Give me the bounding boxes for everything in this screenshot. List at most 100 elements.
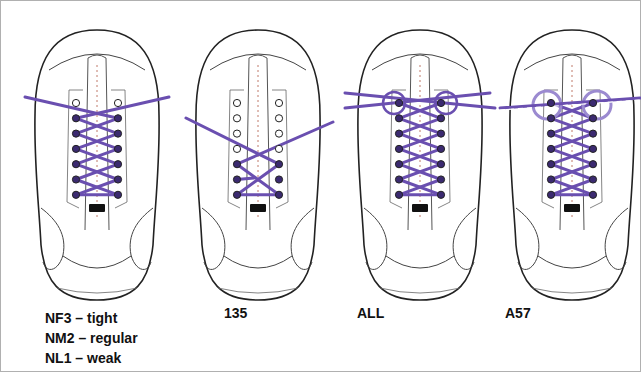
shoe	[500, 30, 640, 300]
eyelet	[114, 176, 121, 183]
shoe	[25, 30, 169, 300]
eyelet	[395, 130, 402, 137]
eyelet	[275, 176, 282, 183]
shoe-outline	[358, 30, 482, 300]
lace	[399, 164, 441, 179]
lace	[237, 122, 333, 164]
pull-tab	[412, 204, 428, 212]
lace	[551, 149, 593, 164]
eyelet	[437, 130, 444, 137]
eyelet	[72, 191, 79, 198]
tension-legend-text: NF3 – tight	[45, 309, 117, 327]
pull-tab	[250, 204, 266, 212]
lace	[399, 149, 441, 164]
heel-counter	[202, 208, 225, 269]
lace	[237, 164, 279, 195]
eyelet	[72, 161, 79, 168]
pull-tab	[89, 204, 105, 212]
eyelet	[233, 145, 240, 152]
lace	[76, 149, 118, 164]
eyelet	[72, 130, 79, 137]
lace	[237, 164, 279, 195]
shoe-outline	[196, 30, 320, 300]
eyelet	[437, 99, 444, 106]
eyelet	[547, 176, 554, 183]
lace	[399, 118, 441, 133]
eyelet	[114, 99, 121, 106]
eyelet	[547, 115, 554, 122]
tongue-seam	[258, 65, 259, 220]
lace	[399, 149, 441, 164]
shoe	[345, 30, 495, 300]
eyelet	[547, 145, 554, 152]
tension-legend-text: NL1 – weak	[45, 349, 121, 367]
pattern-label: ALL	[357, 304, 384, 322]
lace	[76, 164, 118, 179]
toe-line	[49, 54, 145, 70]
lace	[399, 134, 441, 149]
eyelet	[589, 191, 596, 198]
lace-loop	[583, 91, 611, 119]
heel-counter	[130, 208, 153, 269]
eyelet	[275, 145, 282, 152]
lace	[399, 180, 441, 195]
eyelet	[547, 161, 554, 168]
eyelet	[589, 115, 596, 122]
heel-counter	[516, 208, 539, 269]
shoe-outline	[35, 30, 159, 300]
eyelet	[233, 176, 240, 183]
eyelet	[395, 176, 402, 183]
heel-counter	[291, 208, 314, 269]
eyelet	[114, 145, 121, 152]
heel-counter	[364, 208, 387, 269]
lace	[76, 149, 118, 164]
heel-line	[218, 288, 298, 293]
eyelet	[233, 161, 240, 168]
collar-line	[538, 256, 606, 268]
lace	[76, 180, 118, 195]
eyelet	[275, 115, 282, 122]
eyelet	[233, 130, 240, 137]
lace	[25, 97, 118, 118]
lace	[551, 164, 593, 179]
eyelet	[437, 191, 444, 198]
eyelet	[233, 99, 240, 106]
eyelet	[589, 161, 596, 168]
lace	[76, 134, 118, 149]
lace	[551, 134, 593, 149]
eyelet	[547, 99, 554, 106]
lace	[399, 118, 441, 133]
pattern-label: 135	[224, 304, 247, 322]
eyelet	[114, 191, 121, 198]
lace	[551, 180, 593, 195]
lace	[186, 118, 279, 164]
lace	[551, 149, 593, 164]
lace	[76, 134, 118, 149]
collar-line	[63, 256, 131, 268]
eyelet	[275, 191, 282, 198]
lace	[76, 164, 118, 179]
lace	[345, 93, 490, 108]
toe-line	[524, 54, 620, 70]
eyelet	[72, 99, 79, 106]
collar-line	[386, 256, 454, 268]
shoe	[186, 30, 333, 300]
lace	[500, 98, 640, 108]
lace	[399, 164, 441, 179]
eyelet	[395, 161, 402, 168]
eyelet	[233, 115, 240, 122]
eyelet	[72, 145, 79, 152]
lace	[551, 134, 593, 149]
lace	[76, 97, 169, 118]
lace	[551, 164, 593, 179]
lace	[76, 118, 118, 133]
eyelet	[275, 161, 282, 168]
eyelet	[437, 161, 444, 168]
eyelet	[72, 176, 79, 183]
heel-counter	[41, 208, 64, 269]
lace	[399, 134, 441, 149]
lace-highlight	[500, 100, 640, 110]
heel-line	[57, 288, 137, 293]
